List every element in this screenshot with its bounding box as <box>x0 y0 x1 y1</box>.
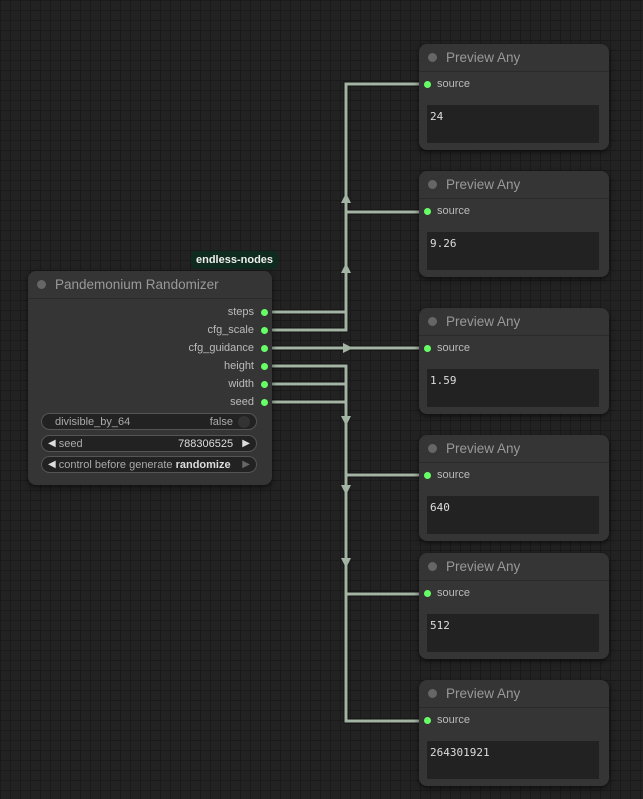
widget-value: false <box>209 415 233 428</box>
output-slot-icon[interactable] <box>261 344 268 352</box>
preview-text-output[interactable]: 640 <box>427 496 599 534</box>
output-label: seed <box>230 396 254 408</box>
preview-text-output[interactable]: 24 <box>427 105 599 143</box>
preview-any-node[interactable]: Preview Any source 640 <box>419 435 609 541</box>
output-slot-icon[interactable] <box>261 362 268 370</box>
output-seed[interactable]: seed <box>230 396 268 408</box>
output-label: cfg_guidance <box>188 342 254 354</box>
node-title: Preview Any <box>446 559 521 574</box>
node-title: Pandemonium Randomizer <box>55 277 219 292</box>
input-slot-icon[interactable] <box>424 344 431 352</box>
input-label: source <box>437 469 471 481</box>
output-label: width <box>228 378 254 390</box>
collapse-dot-icon[interactable] <box>428 180 437 189</box>
input-source[interactable]: source <box>424 205 470 217</box>
pandemonium-randomizer-node[interactable]: Pandemonium Randomizer steps cfg_scale c… <box>28 271 272 485</box>
input-label: source <box>437 205 471 217</box>
input-slot-icon[interactable] <box>424 80 431 88</box>
collapse-dot-icon[interactable] <box>428 53 437 62</box>
node-title: Preview Any <box>446 686 521 701</box>
collapse-dot-icon[interactable] <box>428 317 437 326</box>
node-title: Preview Any <box>446 441 521 456</box>
output-cfg-guidance[interactable]: cfg_guidance <box>189 342 268 354</box>
output-slot-icon[interactable] <box>261 308 268 316</box>
preview-any-node[interactable]: Preview Any source 264301921 <box>419 680 609 786</box>
collapse-dot-icon[interactable] <box>37 280 46 289</box>
input-slot-icon[interactable] <box>424 589 431 597</box>
preview-text-output[interactable]: 1.59 <box>427 369 599 407</box>
output-slot-icon[interactable] <box>261 398 268 406</box>
next-arrow-icon[interactable]: ▶ <box>242 459 250 470</box>
output-height[interactable]: height <box>224 360 268 372</box>
input-label: source <box>437 78 471 90</box>
output-cfg-scale[interactable]: cfg_scale <box>208 324 268 336</box>
input-source[interactable]: source <box>424 469 470 481</box>
output-slot-icon[interactable] <box>261 326 268 334</box>
input-source[interactable]: source <box>424 78 470 90</box>
node-title: Preview Any <box>446 314 521 329</box>
toggle-knob-icon[interactable] <box>238 415 250 428</box>
output-slot-icon[interactable] <box>261 380 268 388</box>
collapse-dot-icon[interactable] <box>428 444 437 453</box>
increment-arrow-icon[interactable]: ▶ <box>242 438 250 449</box>
node-title: Preview Any <box>446 50 521 65</box>
preview-any-node[interactable]: Preview Any source 24 <box>419 44 609 150</box>
input-slot-icon[interactable] <box>424 471 431 479</box>
collapse-dot-icon[interactable] <box>428 689 437 698</box>
output-steps[interactable]: steps <box>228 306 268 318</box>
output-width[interactable]: width <box>228 378 268 390</box>
input-source[interactable]: source <box>424 714 470 726</box>
input-label: source <box>437 587 471 599</box>
divisible-by-64-toggle[interactable]: divisible_by_64 false <box>41 413 257 430</box>
previous-arrow-icon[interactable]: ◀ <box>48 459 56 470</box>
control-combo-widget[interactable]: ◀ control before generate randomize ▶ <box>41 456 257 473</box>
node-source-badge: endless-nodes <box>191 251 279 269</box>
input-slot-icon[interactable] <box>424 207 431 215</box>
widget-label: control before generate <box>58 458 173 471</box>
input-label: source <box>437 714 471 726</box>
collapse-dot-icon[interactable] <box>428 562 437 571</box>
input-slot-icon[interactable] <box>424 716 431 724</box>
preview-any-node[interactable]: Preview Any source 1.59 <box>419 308 609 414</box>
preview-any-node[interactable]: Preview Any source 512 <box>419 553 609 659</box>
output-label: height <box>224 360 254 372</box>
output-label: cfg_scale <box>207 324 254 336</box>
input-label: source <box>437 342 471 354</box>
decrement-arrow-icon[interactable]: ◀ <box>48 438 56 449</box>
preview-text-output[interactable]: 9.26 <box>427 232 599 270</box>
seed-number-widget[interactable]: ◀ seed 788306525 ▶ <box>41 435 257 452</box>
input-source[interactable]: source <box>424 587 470 599</box>
widget-value[interactable]: 788306525 <box>178 437 234 450</box>
preview-text-output[interactable]: 512 <box>427 614 599 652</box>
preview-text-output[interactable]: 264301921 <box>427 741 599 779</box>
widget-value[interactable]: randomize <box>175 458 231 471</box>
preview-any-node[interactable]: Preview Any source 9.26 <box>419 171 609 277</box>
widget-label: seed <box>58 437 83 450</box>
node-title: Preview Any <box>446 177 521 192</box>
output-label: steps <box>227 306 254 318</box>
widget-label: divisible_by_64 <box>55 415 131 428</box>
input-source[interactable]: source <box>424 342 470 354</box>
